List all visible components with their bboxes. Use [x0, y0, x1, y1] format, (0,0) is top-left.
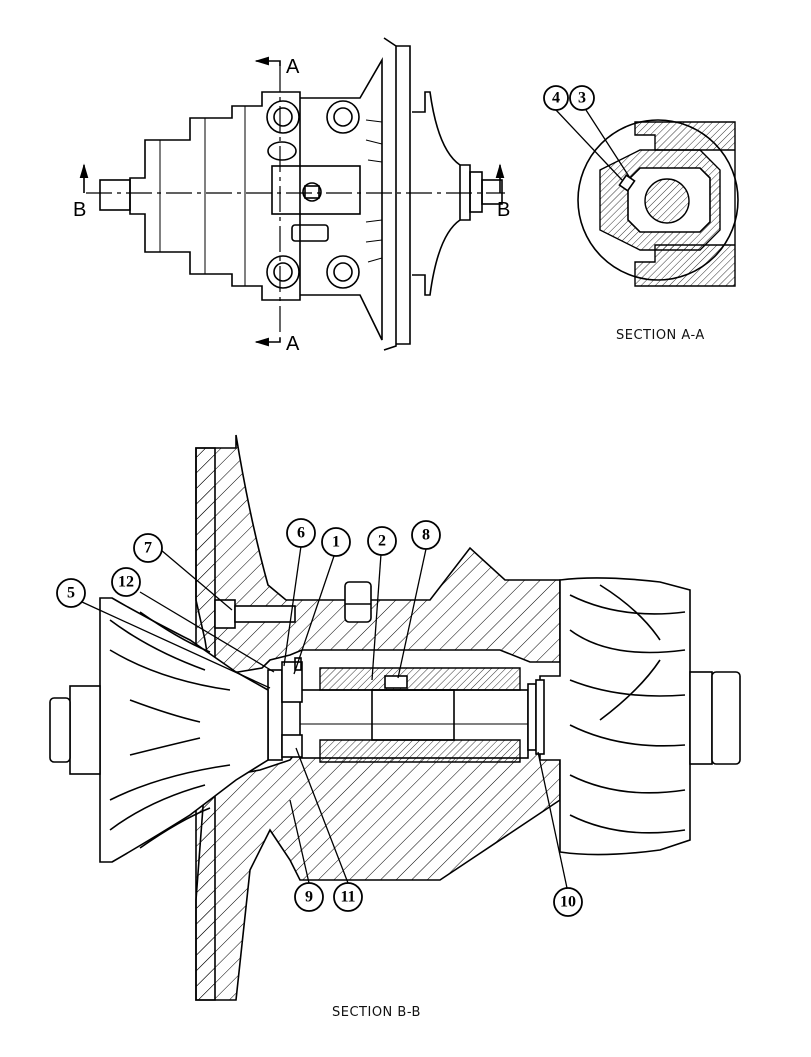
section-bb-caption: SECTION B-B — [332, 1005, 421, 1020]
callout-3: 3 — [578, 90, 586, 107]
callout-7: 7 — [144, 540, 152, 557]
callout-6: 6 — [297, 525, 305, 542]
callout-12: 12 — [118, 574, 134, 591]
callout-5: 5 — [67, 585, 75, 602]
callout-4: 4 — [552, 90, 560, 107]
callout-9: 9 — [305, 889, 313, 906]
section-b-label-left: B — [73, 199, 86, 221]
callout-10: 10 — [560, 894, 576, 911]
top-view: A A B B — [73, 37, 510, 355]
section-a-label-top: A — [286, 56, 300, 78]
section-aa-view: 4 3 SECTION A-A — [543, 85, 739, 343]
section-bb-view: 7 12 5 6 1 2 8 9 — [49, 434, 741, 1020]
section-aa-caption: SECTION A-A — [616, 328, 705, 343]
section-a-label-bottom: A — [286, 333, 300, 355]
callout-1: 1 — [332, 534, 340, 551]
callout-8: 8 — [422, 527, 430, 544]
section-b-label-right: B — [497, 199, 510, 221]
callout-2: 2 — [378, 533, 386, 550]
callout-11: 11 — [340, 889, 355, 906]
